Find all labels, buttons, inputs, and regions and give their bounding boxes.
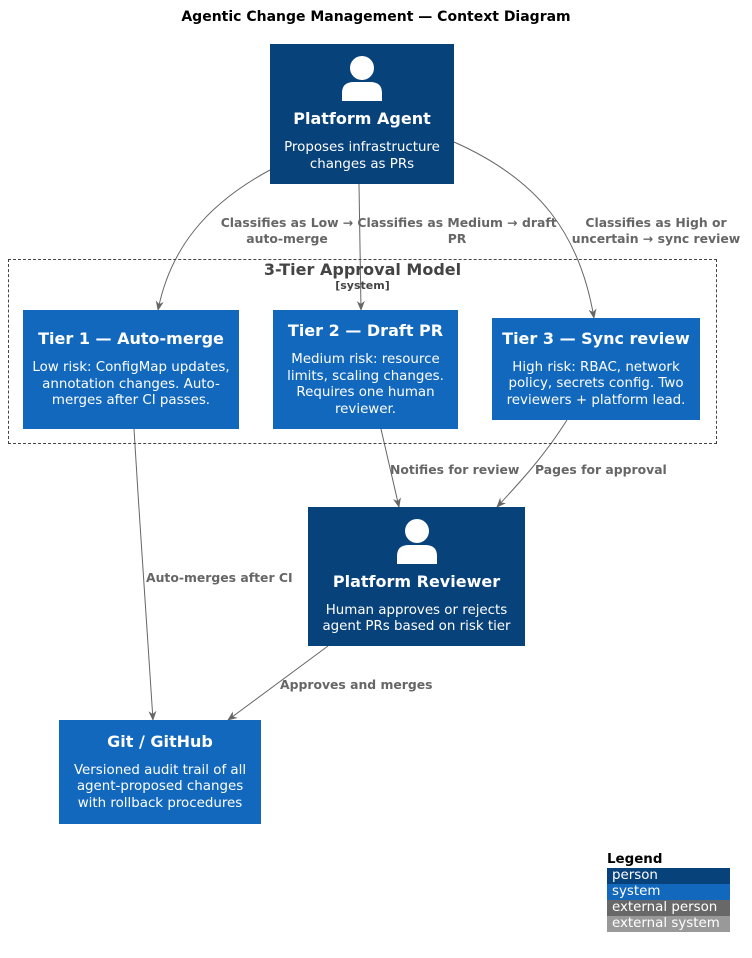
git-github-desc: Versioned audit trail of all agent-propo… — [73, 762, 247, 811]
edge-agent-tier1 — [155, 169, 271, 311]
edge-tier1-git — [133, 428, 157, 721]
edge-agent-tier2 — [356, 183, 365, 311]
edge-label-reviewer-git: Approves and merges — [280, 677, 433, 692]
tier3-desc: High risk: RBAC, network policy, secrets… — [506, 359, 686, 408]
git-github-name: Git / GitHub — [107, 731, 213, 751]
person-icon — [342, 56, 382, 101]
tier2-name: Tier 2 — Draft PR — [287, 321, 444, 340]
edge-label-tier2-reviewer: Notifies for review — [390, 462, 520, 477]
legend-title: Legend — [607, 852, 663, 867]
approval-model-boundary — [8, 259, 717, 444]
platform-agent-desc: Proposes infrastructure changes as PRs — [284, 140, 440, 172]
tier3-node: Tier 3 — Sync review High risk: RBAC, ne… — [492, 318, 700, 420]
edge-tier2-reviewer — [380, 428, 401, 508]
boundary-title: 3-Tier Approval Model — [263, 260, 462, 279]
platform-reviewer-desc: Human approves or rejects agent PRs base… — [322, 602, 511, 635]
edge-label-tier3-reviewer: Pages for approval — [535, 462, 667, 477]
tier1-name: Tier 1 — Auto-merge — [38, 329, 224, 349]
platform-agent-node: Platform Agent Proposes infrastructure c… — [270, 44, 454, 184]
person-icon — [396, 518, 437, 564]
boundary-type: [system] — [335, 279, 390, 292]
legend-item-system: system — [607, 884, 730, 900]
tier3-name: Tier 3 — Sync review — [502, 328, 690, 348]
platform-reviewer-node: Platform Reviewer Human approves or reje… — [308, 507, 525, 646]
edge-agent-tier3 — [453, 141, 597, 319]
edge-tier3-reviewer — [496, 419, 568, 508]
legend-item-person: person — [607, 868, 730, 884]
edge-label-tier1-git: Auto-merges after CI — [146, 570, 293, 585]
edge-reviewer-git — [227, 645, 329, 721]
tier1-node: Tier 1 — Auto-merge Low risk: ConfigMap … — [23, 310, 239, 429]
tier2-desc: Medium risk: resource limits, scaling ch… — [287, 352, 444, 417]
legend-item-external-person: external person — [607, 900, 730, 916]
git-github-node: Git / GitHub Versioned audit trail of al… — [59, 720, 261, 824]
platform-agent-name: Platform Agent — [293, 109, 431, 128]
platform-reviewer-name: Platform Reviewer — [332, 571, 501, 591]
edge-label-agent-tier2: Classifies as Medium → draft PR — [357, 215, 557, 246]
legend-item-external-system: external system — [607, 916, 730, 932]
tier2-node: Tier 2 — Draft PR Medium risk: resource … — [273, 310, 458, 429]
tier1-desc: Low risk: ConfigMap updates, annotation … — [32, 360, 230, 409]
edge-label-agent-tier3: Classifies as High or uncertain → sync r… — [571, 215, 741, 246]
legend: Legend person system external person ext… — [607, 852, 730, 932]
edge-label-agent-tier1: Classifies as Low → auto-merge — [220, 215, 354, 246]
diagram-title: Agentic Change Management — Context Diag… — [181, 9, 571, 25]
